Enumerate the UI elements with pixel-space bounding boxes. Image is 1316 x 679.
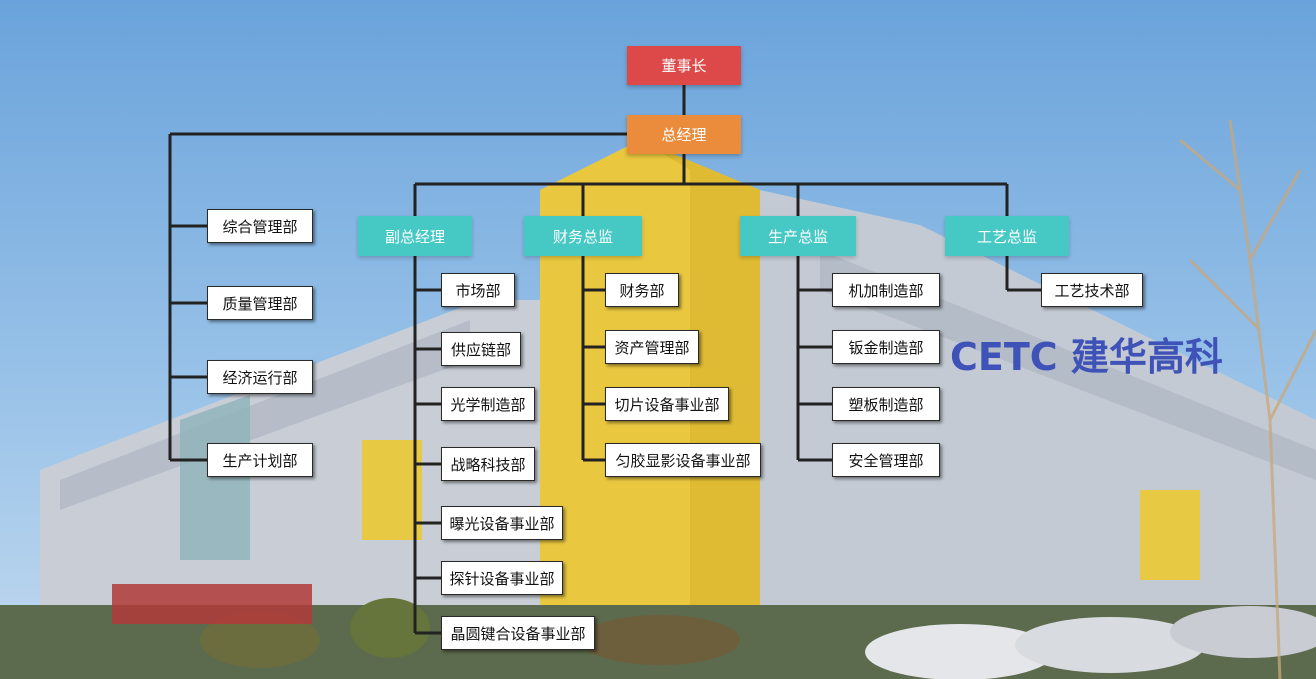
director-finance: 财务总监: [524, 216, 642, 256]
left-dept-comprehensive: 综合管理部: [207, 209, 313, 243]
left-yellow-panel: [362, 440, 422, 540]
vp-dept-wafer-bonding: 晶圆键合设备事业部: [441, 616, 595, 650]
shrub: [350, 598, 430, 658]
general-manager-box: 总经理: [627, 115, 741, 154]
vp-dept-strategy: 战略科技部: [441, 447, 535, 481]
left-dept-planning: 生产计划部: [207, 443, 313, 477]
bare-tree: [1179, 119, 1316, 679]
production-dept-machining: 机加制造部: [832, 273, 940, 307]
director-vice-gm: 副总经理: [358, 216, 472, 256]
production-dept-safety: 安全管理部: [832, 443, 940, 477]
chairman-box: 董事长: [627, 46, 741, 85]
vp-dept-optical: 光学制造部: [441, 387, 535, 421]
production-dept-sheet-metal: 钣金制造部: [832, 330, 940, 364]
left-dept-economic: 经济运行部: [207, 360, 313, 394]
building-sign: CETC 建华高科: [950, 335, 1223, 379]
director-production: 生产总监: [740, 216, 856, 256]
shrub: [200, 612, 320, 668]
director-craft: 工艺总监: [945, 216, 1069, 256]
finance-dept-finance: 财务部: [605, 273, 679, 307]
finance-dept-dicing: 切片设备事业部: [605, 387, 729, 421]
vp-dept-exposure: 曝光设备事业部: [441, 506, 563, 540]
left-dept-quality: 质量管理部: [207, 286, 313, 320]
vp-dept-supply-chain: 供应链部: [441, 332, 521, 366]
left-glass-panel: [180, 395, 250, 560]
car: [1015, 617, 1205, 673]
vp-dept-probe: 探针设备事业部: [441, 561, 563, 595]
craft-dept-technology: 工艺技术部: [1041, 273, 1143, 307]
production-dept-plastic-board: 塑板制造部: [832, 387, 940, 421]
right-yellow-panel: [1140, 490, 1200, 580]
finance-dept-coating: 匀胶显影设备事业部: [605, 443, 761, 477]
vp-dept-market: 市场部: [441, 273, 515, 307]
shrub: [580, 615, 740, 665]
car: [865, 624, 1055, 679]
red-fence: [112, 584, 312, 624]
finance-dept-assets: 资产管理部: [605, 330, 699, 364]
